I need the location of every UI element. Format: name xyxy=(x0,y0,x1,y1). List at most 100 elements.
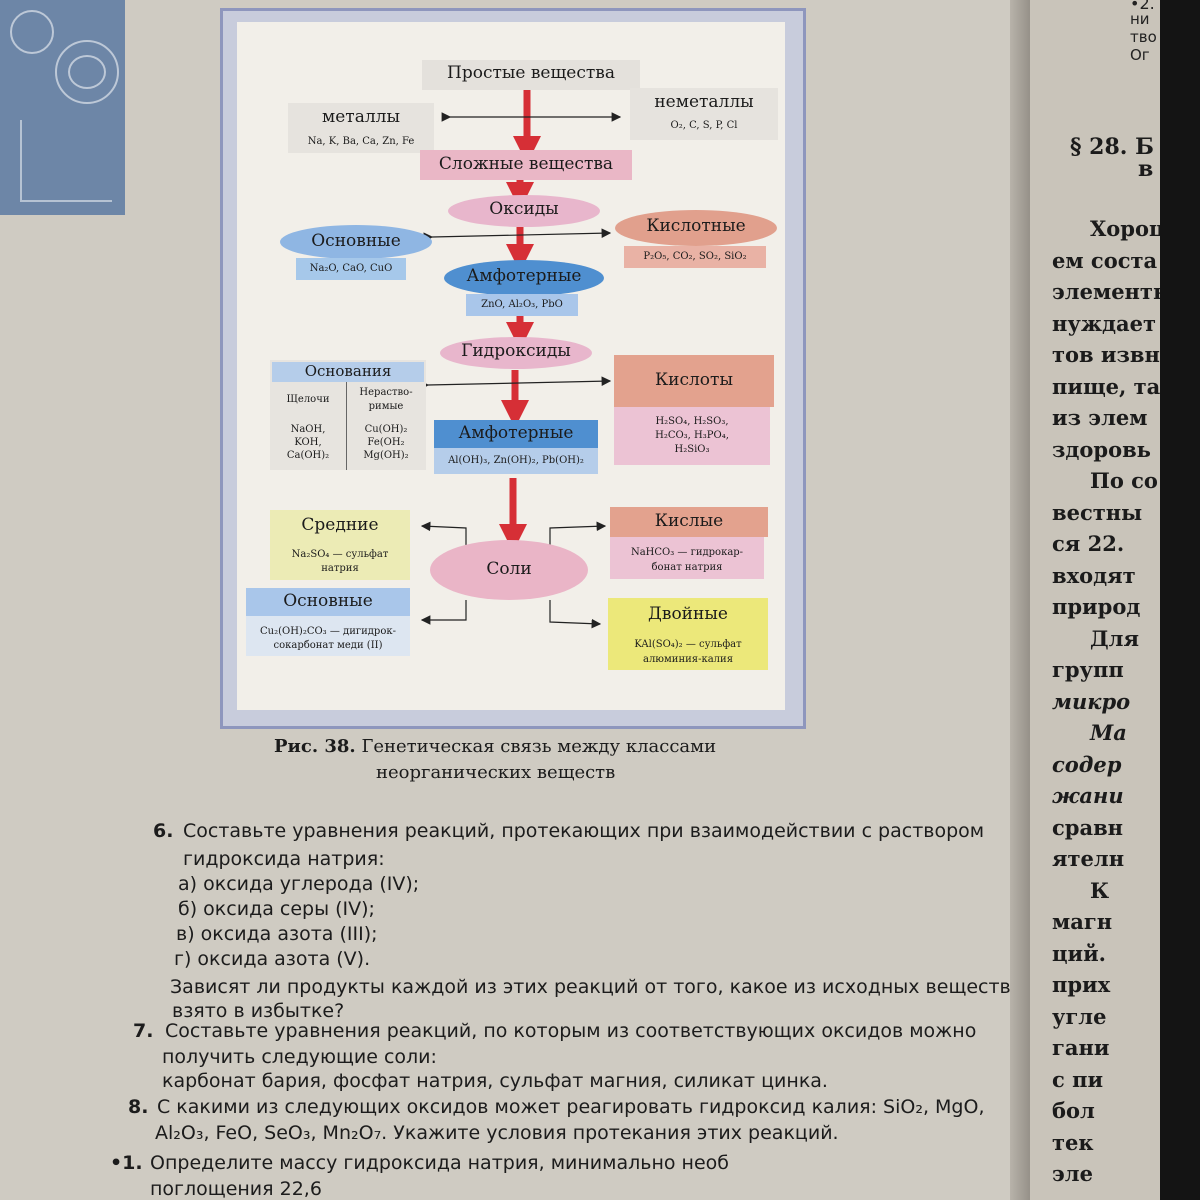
metals-box xyxy=(288,103,434,153)
exercise-number: 6. xyxy=(153,820,174,842)
medium-salts-line-2: натрия xyxy=(321,563,359,574)
oxides-ellipse xyxy=(448,195,600,227)
figure-caption-line-1: Генетическая связь между классами xyxy=(361,736,717,757)
right-page-line: прих xyxy=(1052,972,1111,997)
alkali-koh: KOH, xyxy=(294,437,322,448)
right-page-line: Хорош xyxy=(1090,216,1160,241)
acidic-oxides-examples: P₂O₅, CO₂, SO₂, SiO₂ xyxy=(643,251,747,262)
right-page-line: К xyxy=(1090,877,1110,903)
right-page-line: Ма xyxy=(1090,720,1127,745)
arrow-oxides-horizontal xyxy=(423,228,612,242)
salts-label: Соли xyxy=(486,559,532,579)
right-section-heading: § 28. Б xyxy=(1070,134,1154,160)
exercise-text: Al₂O₃, FeO, SeO₃, Mn₂O₇. Укажите условия… xyxy=(155,1122,839,1144)
bases-insoluble-header-2: римые xyxy=(368,401,404,412)
medium-salts-label: Средние xyxy=(301,515,379,535)
right-page-line: тек xyxy=(1052,1129,1094,1155)
right-page-line: ем соста xyxy=(1052,247,1158,273)
right-page-line: жани xyxy=(1052,783,1124,808)
exercise-text: г) оксида азота (V). xyxy=(174,948,371,970)
figure-caption-label: Рис. 38. xyxy=(274,736,356,757)
right-top-line-2: тво xyxy=(1130,28,1157,46)
acids-line-2: H₂CO₃, H₃PO₄, xyxy=(655,430,729,441)
right-page-line: с пи xyxy=(1052,1066,1104,1092)
arrow-hydroxides-horizontal xyxy=(419,376,612,390)
nonmetals-examples: O₂, C, S, P, Cl xyxy=(670,120,738,131)
basic-salts-header-box xyxy=(246,588,410,616)
right-page-line: эле xyxy=(1052,1161,1093,1186)
right-page-line: нуждает xyxy=(1052,310,1156,336)
acid-salts-header-box xyxy=(610,507,768,537)
double-salts-label: Двойные xyxy=(648,604,728,624)
oxides-label: Оксиды xyxy=(489,199,559,219)
exercise-text: взято в избытке? xyxy=(172,1000,345,1022)
alkali-caoh2: Ca(OH)₂ xyxy=(286,450,330,461)
acid-salts-label: Кислые xyxy=(654,511,724,531)
book-cover-corner xyxy=(0,0,125,215)
right-top-line-0: •2. xyxy=(1130,0,1155,13)
acidic-oxides-label: Кислотные xyxy=(646,216,746,236)
right-page-line: микро xyxy=(1052,688,1131,714)
book-page-right: •2. ни тво Ог § 28. Б в Хорошем состаэле… xyxy=(1030,0,1160,1200)
basic-oxides-examples: Na₂O, CaO, CuO xyxy=(309,263,393,274)
right-top-line-1: ни xyxy=(1130,10,1150,28)
exercise-number: 7. xyxy=(133,1020,154,1042)
bases-divider xyxy=(346,382,347,470)
salts-ellipse xyxy=(430,540,588,600)
bases-header-box xyxy=(272,362,424,382)
bases-label: Основания xyxy=(304,362,392,380)
exercise-text: поглощения 22,6 xyxy=(150,1178,322,1200)
acids-examples-box xyxy=(614,407,770,465)
basic-oxides-ellipse xyxy=(280,225,432,259)
right-page-line: содер xyxy=(1052,751,1122,777)
figure-caption-line-2: неорганических веществ xyxy=(376,762,616,783)
insoluble-cuoh2: Cu(OH)₂ xyxy=(364,424,408,435)
exercise-number: •1. xyxy=(110,1152,143,1174)
exercise-text: карбонат бария, фосфат натрия, сульфат м… xyxy=(162,1070,828,1092)
right-page-line: угле xyxy=(1052,1003,1107,1029)
simple-substances-label: Простые вещества xyxy=(447,63,615,83)
insoluble-feoh2: Fe(OH₂ xyxy=(367,437,405,448)
bases-insoluble-header-1: Нераство- xyxy=(359,387,413,398)
acid-salts-line-2: бонат натрия xyxy=(651,562,723,573)
medium-salts-line-1: Na₂SO₄ — сульфат xyxy=(291,549,389,560)
acids-line-1: H₂SO₄, H₂SO₃, xyxy=(655,416,729,427)
acids-header-box xyxy=(614,355,774,407)
right-page-line: ся 22. xyxy=(1052,531,1125,556)
hydroxides-ellipse xyxy=(440,337,592,369)
basic-oxides-label: Основные xyxy=(311,231,401,251)
basic-salts-line-1: Cu₂(OH)₂CO₃ — дигидрок- xyxy=(260,626,396,637)
complex-substances-label: Сложные вещества xyxy=(438,154,614,174)
right-page-line: природ xyxy=(1052,594,1141,619)
nonmetals-label: неметаллы xyxy=(654,92,754,112)
right-page-line: вестны xyxy=(1052,499,1143,525)
basic-salts-label: Основные xyxy=(283,591,373,611)
simple-substances-box xyxy=(422,60,640,90)
right-section-heading-2: в xyxy=(1138,156,1154,182)
double-salts-box xyxy=(608,598,768,670)
diagram-arrows xyxy=(419,90,622,629)
double-salts-line-1: KAl(SO₄)₂ — сульфат xyxy=(634,639,742,650)
exercise-text: гидроксида натрия: xyxy=(183,848,385,870)
bases-alkali-header: Щелочи xyxy=(286,394,330,405)
right-page-line: здоровь xyxy=(1052,436,1151,462)
right-page-line: ятелн xyxy=(1052,846,1125,871)
amph-hydroxides-examples: Al(OH)₃, Zn(OH)₂, Pb(OH)₂ xyxy=(448,455,584,466)
hydroxides-label: Гидроксиды xyxy=(461,341,571,361)
metals-label: металлы xyxy=(322,107,400,127)
right-page-line: элементы xyxy=(1052,279,1160,304)
right-page-line: сравн xyxy=(1052,814,1124,840)
right-page-line: гани xyxy=(1052,1035,1110,1060)
exercise-text: в) оксида азота (III); xyxy=(176,923,378,945)
amph-oxides-ellipse xyxy=(444,260,604,296)
metals-examples: Na, K, Ba, Ca, Zn, Fe xyxy=(307,136,415,147)
right-page-line: входят xyxy=(1052,562,1136,588)
basic-oxides-examples-box xyxy=(296,258,406,280)
alkali-naoh: NaOH, xyxy=(290,424,326,435)
amph-oxides-label: Амфотерные xyxy=(466,266,582,286)
book-page-left: Простые вещества металлы Na, K, Ba, Ca, … xyxy=(0,0,1160,1200)
right-page-line: Для xyxy=(1090,625,1139,651)
amph-hydroxides-header-box xyxy=(434,420,598,448)
medium-salts-box xyxy=(270,510,410,580)
exercise-text: С какими из следующих оксидов может реаг… xyxy=(157,1096,985,1118)
